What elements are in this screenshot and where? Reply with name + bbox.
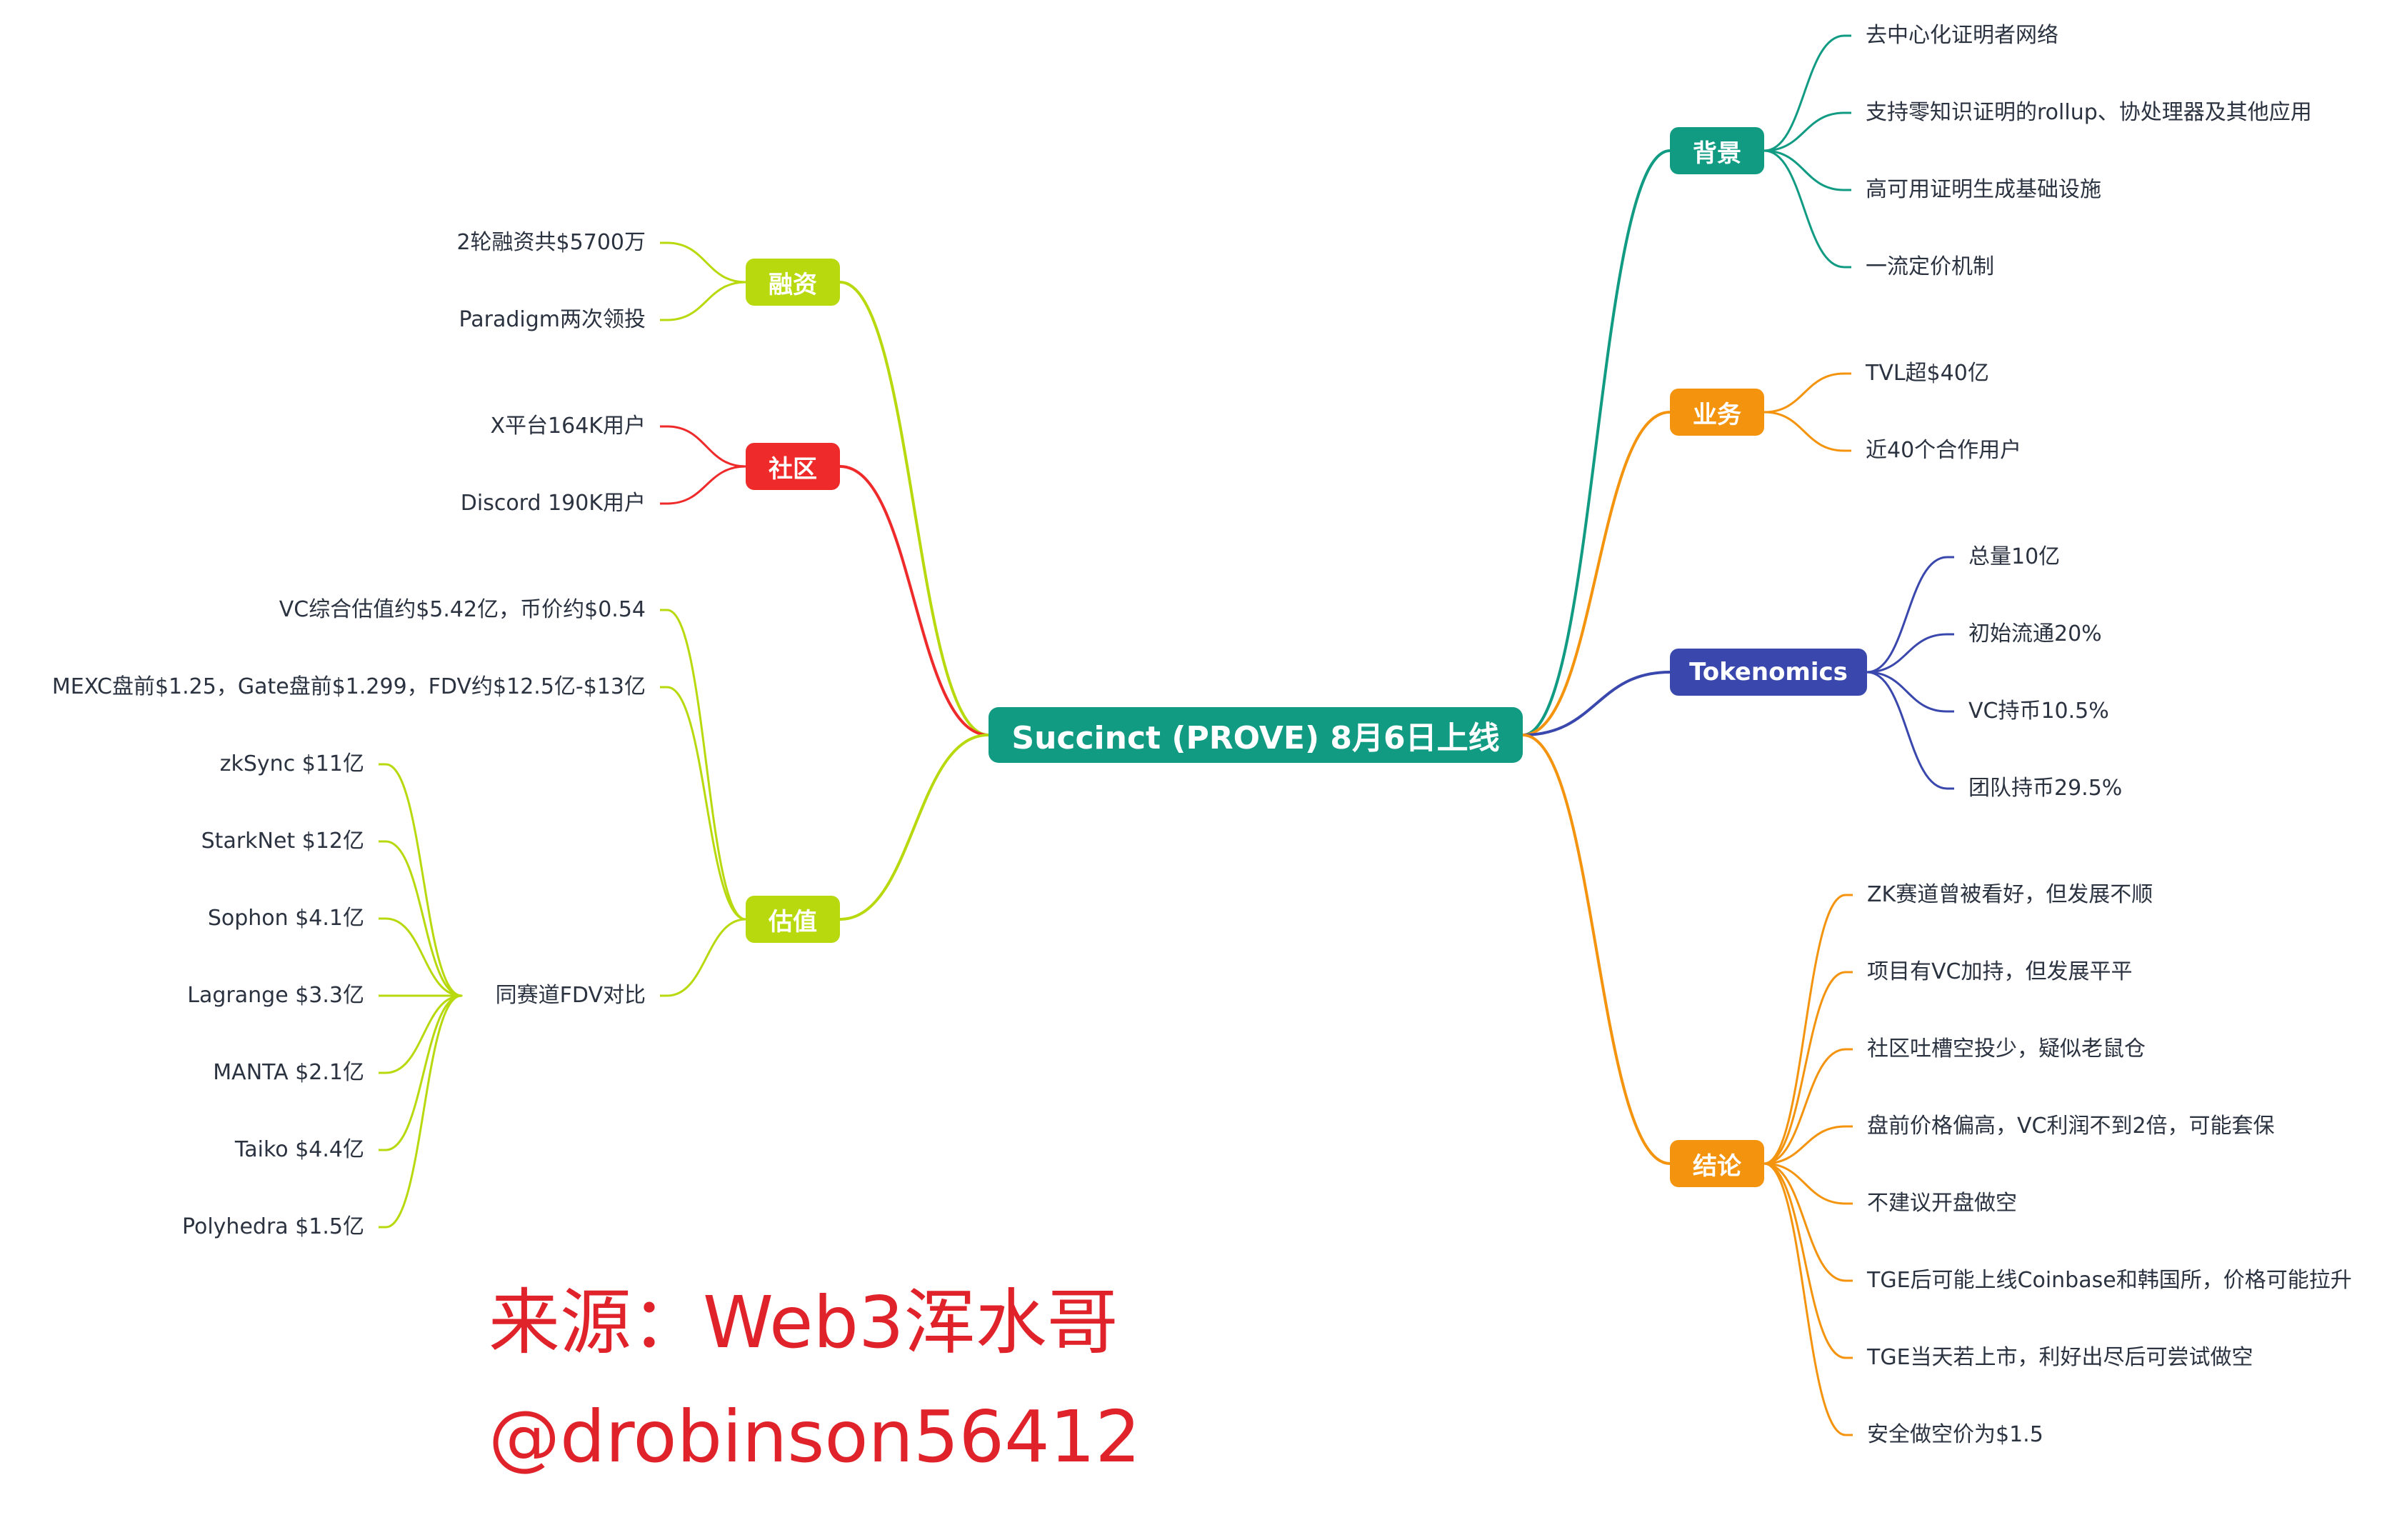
peer-fdv-item[interactable]: zkSync $11亿 [219, 751, 364, 776]
root-to-tokenomics-line [1521, 671, 1671, 736]
valuation-item[interactable]: MEXC盘前$1.25，Gate盘前$1.299，FDV约$12.5亿-$13亿 [51, 674, 646, 699]
root-to-background-line [1521, 149, 1671, 736]
funding-item[interactable]: 2轮融资共$5700万 [456, 230, 646, 255]
background-leaf-line [1763, 149, 1846, 191]
root-to-funding-line [839, 281, 990, 736]
conclusion-leaf-line [1763, 1162, 1847, 1436]
conclusion-leaf-line [1763, 1125, 1847, 1165]
peer-leaf-line [384, 763, 463, 997]
business-item[interactable]: 近40个合作用户 [1866, 438, 2022, 463]
source-credit: 来源：Web3浑水哥 [489, 1281, 1119, 1364]
conclusion-leaf-line [1763, 1048, 1847, 1165]
tokenomics-item[interactable]: 总量10亿 [1968, 544, 2061, 569]
root-to-community-line [839, 465, 990, 736]
peer-fdv-item[interactable]: StarkNet $12亿 [201, 829, 364, 854]
conclusion-item[interactable]: 盘前价格偏高，VC利润不到2倍，可能套保 [1867, 1114, 2275, 1139]
tokenomics-item[interactable]: 初始流通20% [1968, 621, 2102, 646]
community-item[interactable]: X平台164K用户 [490, 414, 646, 439]
branch-valuation[interactable]: 估值 [746, 896, 840, 943]
peer-fdv-item[interactable]: Taiko $4.4亿 [234, 1137, 364, 1162]
root-to-business-line [1521, 411, 1671, 736]
branch-funding[interactable]: 融资 [746, 259, 840, 306]
source-handle: @drobinson56412 [489, 1395, 1141, 1479]
conclusion-item[interactable]: 不建议开盘做空 [1867, 1191, 2017, 1216]
community-item[interactable]: Discord 190K用户 [460, 491, 646, 516]
peer-fdv-item[interactable]: Polyhedra $1.5亿 [181, 1214, 364, 1239]
conclusion-item[interactable]: ZK赛道曾被看好，但发展不顺 [1867, 882, 2153, 907]
root-topic[interactable]: Succinct (PROVE) 8月6日上线 [989, 707, 1523, 763]
background-leaf-line [1763, 34, 1846, 152]
conclusion-leaf-line [1763, 1162, 1847, 1205]
background-item[interactable]: 去中心化证明者网络 [1866, 23, 2058, 48]
tokenomics-item[interactable]: VC持币10.5% [1968, 699, 2109, 724]
conclusion-item[interactable]: 社区吐槽空投少，疑似老鼠仓 [1867, 1036, 2146, 1061]
conclusion-leaf-line [1763, 1162, 1847, 1282]
valuation-item[interactable]: VC综合估值约$5.42亿，币价约$0.54 [279, 597, 646, 622]
conclusion-item[interactable]: 安全做空价为$1.5 [1867, 1422, 2043, 1447]
community-leaf-line [666, 465, 747, 505]
root-to-conclusion-line [1521, 734, 1671, 1165]
community-leaf-line [666, 425, 747, 468]
tokenomics-leaf-line [1866, 556, 1948, 674]
background-leaf-line [1763, 111, 1846, 152]
tokenomics-leaf-line [1866, 671, 1948, 713]
peer-leaf-line [384, 917, 463, 997]
background-item[interactable]: 高可用证明生成基础设施 [1866, 177, 2101, 202]
business-leaf-line [1763, 372, 1846, 414]
branch-community[interactable]: 社区 [746, 443, 840, 490]
tokenomics-leaf-line [1866, 671, 1948, 790]
peer-fdv-item[interactable]: Lagrange $3.3亿 [187, 983, 364, 1008]
tokenomics-leaf-line [1866, 633, 1948, 674]
peer-leaf-line [384, 840, 463, 997]
business-leaf-line [1763, 411, 1846, 452]
branch-conclusion[interactable]: 结论 [1670, 1140, 1764, 1187]
valuation-leaf-line [666, 609, 747, 921]
valuation-item[interactable]: 同赛道FDV对比 [495, 983, 646, 1008]
branch-business[interactable]: 业务 [1670, 389, 1764, 436]
funding-leaf-line [666, 241, 747, 284]
background-item[interactable]: 支持零知识证明的rollup、协处理器及其他应用 [1866, 100, 2312, 125]
peer-leaf-line [384, 994, 463, 1074]
valuation-leaf-line [666, 918, 747, 997]
peer-leaf-line [384, 994, 463, 1151]
conclusion-item[interactable]: TGE当天若上市，利好出尽后可尝试做空 [1867, 1345, 2253, 1370]
tokenomics-item[interactable]: 团队持币29.5% [1968, 776, 2123, 801]
branch-background[interactable]: 背景 [1670, 127, 1764, 174]
funding-item[interactable]: Paradigm两次领投 [459, 307, 646, 332]
conclusion-leaf-line [1763, 1162, 1847, 1359]
background-item[interactable]: 一流定价机制 [1866, 254, 1994, 279]
business-item[interactable]: TVL超$40亿 [1866, 361, 1989, 386]
background-leaf-line [1763, 149, 1846, 269]
conclusion-item[interactable]: 项目有VC加持，但发展平平 [1867, 959, 2133, 984]
peer-fdv-item[interactable]: Sophon $4.1亿 [207, 906, 364, 931]
valuation-leaf-line [666, 686, 747, 921]
conclusion-leaf-line [1763, 971, 1847, 1165]
branch-tokenomics[interactable]: Tokenomics [1670, 649, 1867, 696]
funding-leaf-line [666, 281, 747, 321]
peer-leaf-line [384, 994, 463, 1229]
root-to-valuation-line [839, 734, 990, 921]
peer-fdv-item[interactable]: MANTA $2.1亿 [213, 1060, 364, 1085]
conclusion-leaf-line [1763, 894, 1847, 1165]
conclusion-item[interactable]: TGE后可能上线Coinbase和韩国所，价格可能拉升 [1867, 1268, 2352, 1293]
